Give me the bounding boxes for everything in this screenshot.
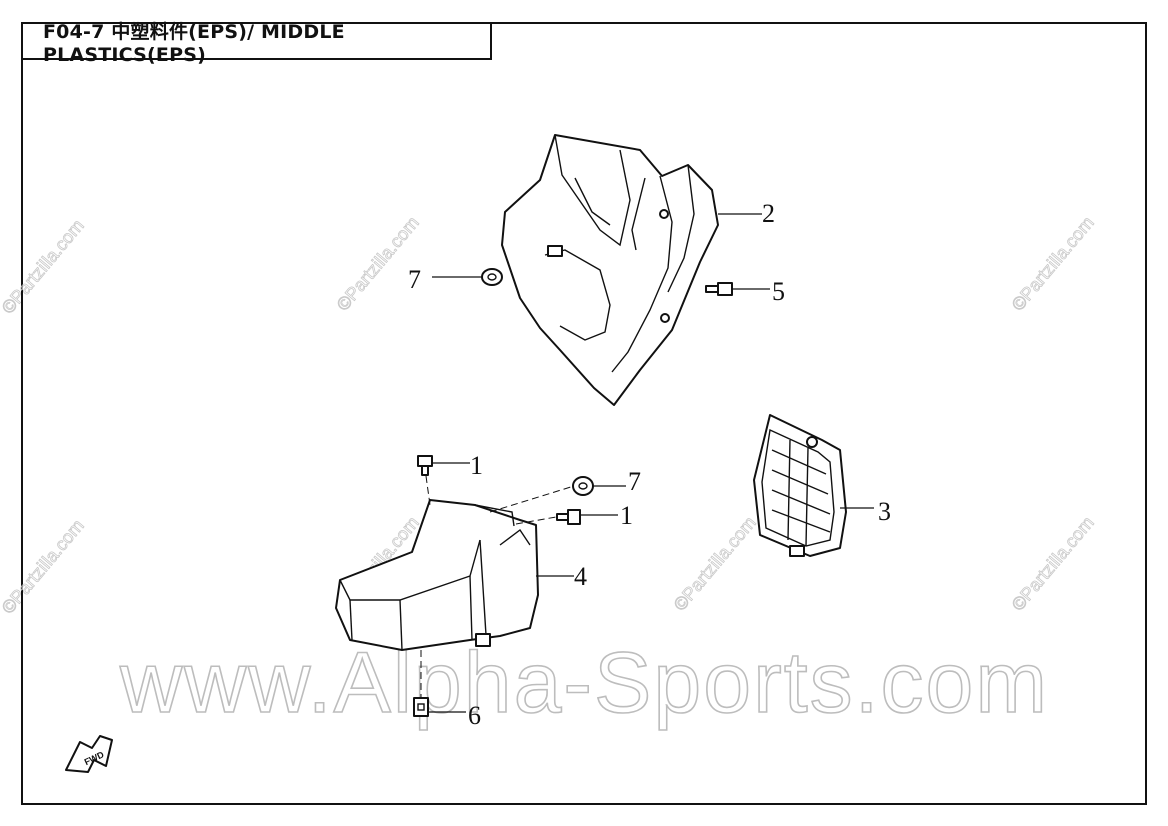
part-7-grommet-lower	[572, 476, 594, 496]
callout-7: 7	[628, 467, 641, 496]
part-5-bolt	[705, 282, 733, 296]
callout-7: 7	[408, 265, 421, 294]
part-3-side-grille	[753, 414, 847, 557]
watermark-partzilla: ©Partzilla.com	[333, 213, 423, 315]
part-7-grommet-upper	[481, 268, 503, 286]
part-2-upper-panel	[501, 134, 719, 406]
diagram-title: F04-7 中塑料件(EPS)/ MIDDLE PLASTICS(EPS)	[21, 21, 492, 66]
watermark-partzilla: ©Partzilla.com	[0, 516, 88, 618]
part-1-bolt-side	[556, 509, 581, 525]
watermark-partzilla: ©Partzilla.com	[670, 513, 760, 615]
watermark-alpha-sports: www.Alpha-Sports.com	[119, 635, 1049, 731]
callout-2: 2	[762, 199, 775, 228]
watermark-partzilla: ©Partzilla.com	[1008, 213, 1098, 315]
drawing-frame	[21, 22, 1147, 805]
callout-1: 1	[620, 501, 633, 530]
callout-5: 5	[772, 277, 785, 306]
callout-1: 1	[470, 451, 483, 480]
part-6-clip-nut	[413, 697, 429, 717]
leader-lines	[420, 213, 874, 713]
callout-3: 3	[878, 497, 891, 526]
watermark-partzilla: ©Partzilla.com	[1008, 513, 1098, 615]
watermark-partzilla: ©Partzilla.com	[0, 216, 88, 318]
part-1-bolt-top	[417, 455, 433, 476]
forward-arrow-icon: FWD	[65, 735, 113, 773]
part-4-lower-duct	[335, 499, 539, 651]
callout-4: 4	[574, 562, 587, 591]
callout-6: 6	[468, 701, 481, 730]
